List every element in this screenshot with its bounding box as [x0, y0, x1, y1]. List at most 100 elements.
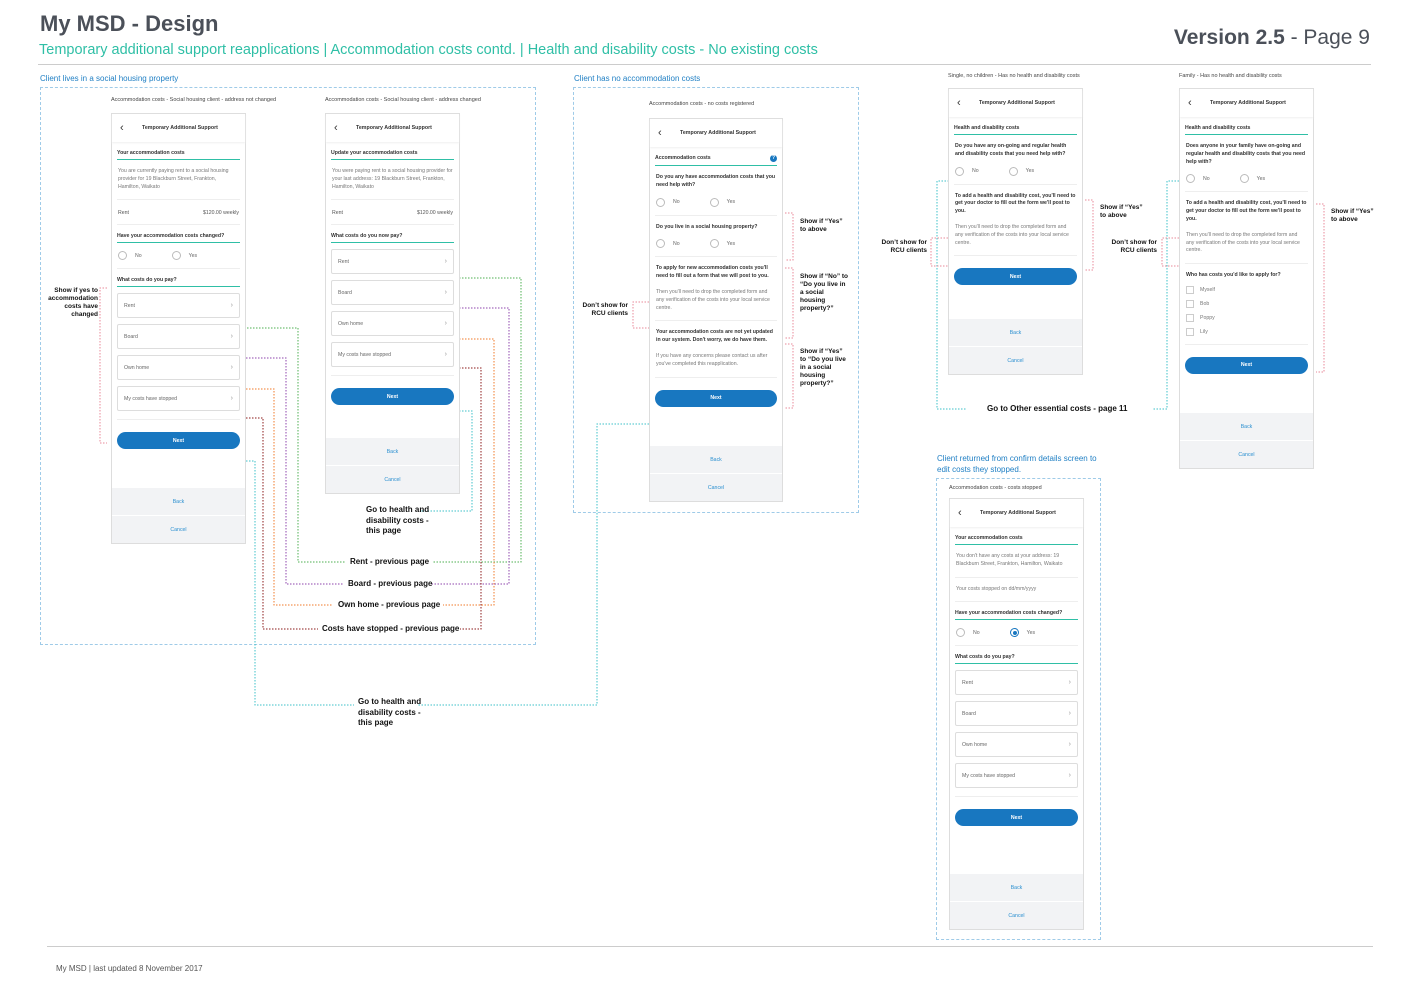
cost-option-board[interactable]: Board› — [117, 324, 240, 350]
back-chevron-icon[interactable]: ‹ — [334, 122, 338, 134]
annotation-dont-show-rcu: Don’t show for RCU clients — [1111, 239, 1158, 254]
radio-no[interactable]: No — [955, 166, 979, 176]
heading-text: Your accommodation costs — [117, 150, 185, 156]
radio-circle[interactable] — [1186, 174, 1195, 184]
connector-rent — [238, 327, 345, 563]
goto-health-this-page: Go to health and disability costs - this… — [366, 505, 430, 535]
radio-group: No Yes — [656, 197, 776, 207]
option-label: My costs have stopped — [338, 351, 392, 358]
back-link[interactable]: Back — [326, 437, 459, 465]
checkbox[interactable] — [1186, 327, 1194, 336]
checkbox-item[interactable]: Myself — [1186, 285, 1307, 294]
back-link[interactable]: Back — [650, 445, 782, 473]
cancel-link[interactable]: Cancel — [650, 473, 782, 501]
radio-yes[interactable]: Yes — [1009, 628, 1035, 638]
divider — [1185, 191, 1308, 193]
cancel-link[interactable]: Cancel — [950, 901, 1083, 929]
radio-circle[interactable] — [709, 197, 719, 207]
cost-option-my-costs-have-stopped[interactable]: My costs have stopped› — [955, 763, 1078, 789]
back-link[interactable]: Back — [950, 873, 1083, 901]
checkbox-item[interactable]: Poppy — [1186, 313, 1307, 322]
next-button[interactable]: Next — [655, 389, 777, 407]
checkbox[interactable] — [1186, 313, 1194, 322]
cost-option-own-home[interactable]: Own home› — [331, 311, 454, 337]
radio-yes[interactable]: Yes — [1239, 174, 1265, 184]
radio-circle[interactable] — [118, 251, 127, 261]
back-link[interactable]: Back — [112, 487, 245, 515]
cost-option-own-home[interactable]: Own home› — [117, 355, 240, 381]
next-button[interactable]: Next — [331, 388, 454, 406]
checkbox-item[interactable]: Bob — [1186, 299, 1307, 308]
page-number: - Page 9 — [1284, 26, 1370, 49]
back-chevron-icon[interactable]: ‹ — [658, 127, 662, 139]
radio-circle[interactable] — [709, 239, 719, 249]
section-label-social-housing: Client lives in a social housing propert… — [40, 74, 179, 83]
radio-circle[interactable] — [1009, 628, 1019, 638]
section-heading: What costs do you pay? — [955, 654, 1078, 665]
back-chevron-icon[interactable]: ‹ — [120, 122, 124, 134]
cancel-link[interactable]: Cancel — [949, 346, 1082, 374]
cost-option-board[interactable]: Board› — [331, 280, 454, 306]
cancel-link[interactable]: Cancel — [1180, 440, 1313, 468]
app-title: Temporary Additional Support — [680, 130, 756, 136]
cost-option-my-costs-have-stopped[interactable]: My costs have stopped› — [331, 342, 454, 368]
radio-circle[interactable] — [171, 251, 181, 261]
radio-circle[interactable] — [656, 239, 665, 249]
cost-option-rent[interactable]: Rent› — [331, 249, 454, 275]
divider — [117, 268, 240, 270]
checkbox[interactable] — [1186, 299, 1194, 308]
body-text: To apply for new accommodation costs you… — [656, 265, 769, 280]
radio-yes[interactable]: Yes — [171, 251, 197, 261]
radio-yes[interactable]: Yes — [1008, 166, 1034, 176]
radio-no[interactable]: No — [1186, 174, 1210, 184]
goto-other-essential: Go to Other essential costs - page 11 — [987, 404, 1128, 413]
heading-text: Your accommodation costs — [955, 535, 1023, 541]
radio-no[interactable]: No — [656, 239, 680, 249]
help-icon[interactable]: ? — [770, 155, 777, 162]
body-text: To add a health and disability cost, you… — [1186, 200, 1307, 222]
divider — [955, 796, 1078, 798]
chevron-right-icon: › — [1068, 741, 1071, 749]
next-button[interactable]: Next — [955, 809, 1078, 827]
next-button[interactable]: Next — [117, 432, 240, 450]
cost-option-rent[interactable]: Rent› — [955, 670, 1078, 696]
next-button[interactable]: Next — [954, 268, 1077, 286]
cancel-link[interactable]: Cancel — [112, 515, 245, 543]
cost-option-own-home[interactable]: Own home› — [955, 732, 1078, 758]
body-text: Then you'll need to drop the completed f… — [955, 223, 1069, 246]
section-heading: Have your accommodation costs changed? — [117, 233, 240, 244]
annotation-show-if-yes: Show if “Yes” to above — [800, 218, 843, 233]
radio-yes[interactable]: Yes — [709, 239, 735, 249]
app-title: Temporary Additional Support — [356, 125, 432, 131]
bracket — [785, 343, 794, 409]
radio-circle[interactable] — [1239, 174, 1249, 184]
radio-yes[interactable]: Yes — [709, 197, 735, 207]
checkbox-item[interactable]: Lily — [1186, 327, 1307, 336]
radio-no[interactable]: No — [118, 251, 142, 261]
back-chevron-icon[interactable]: ‹ — [957, 97, 961, 109]
cost-option-rent[interactable]: Rent› — [117, 293, 240, 319]
option-label: Board — [124, 333, 138, 340]
cost-option-my-costs-have-stopped[interactable]: My costs have stopped› — [117, 386, 240, 412]
bracket — [632, 301, 649, 329]
back-link[interactable]: Back — [1180, 412, 1313, 440]
radio-circle[interactable] — [1008, 166, 1018, 176]
app-header: ‹Temporary Additional Support — [950, 499, 1083, 527]
back-chevron-icon[interactable]: ‹ — [958, 507, 962, 519]
bracket — [930, 237, 948, 267]
radio-circle[interactable] — [955, 166, 964, 176]
checkbox[interactable] — [1186, 285, 1194, 294]
next-button[interactable]: Next — [1185, 356, 1308, 374]
cancel-link[interactable]: Cancel — [326, 465, 459, 493]
radio-no[interactable]: No — [656, 197, 680, 207]
radio-no[interactable]: No — [956, 628, 980, 638]
chevron-right-icon: › — [1068, 772, 1071, 780]
heading-text: Health and disability costs — [1185, 125, 1251, 131]
radio-circle[interactable] — [956, 628, 965, 638]
back-chevron-icon[interactable]: ‹ — [1188, 97, 1192, 109]
radio-circle[interactable] — [656, 197, 665, 207]
back-link[interactable]: Back — [949, 318, 1082, 346]
cost-option-board[interactable]: Board› — [955, 701, 1078, 727]
